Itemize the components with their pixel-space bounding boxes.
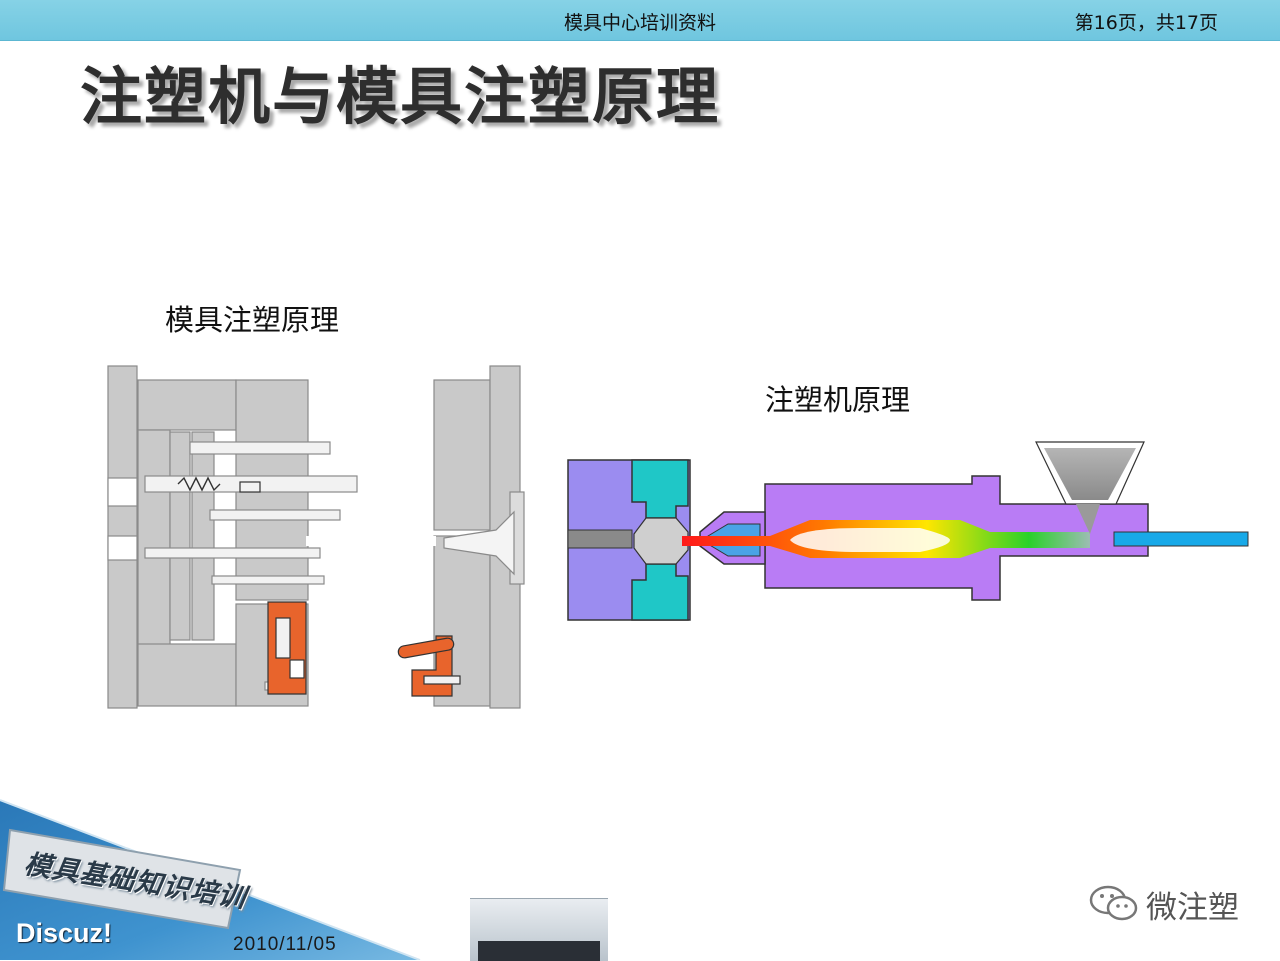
slide-nav-bar bbox=[478, 941, 600, 961]
header-title: 模具中心培训资料 bbox=[563, 12, 716, 34]
top-bar: 模具中心培训资料 第16页，共17页 bbox=[0, 0, 1280, 41]
page-indicator: 第16页，共17页 bbox=[1074, 12, 1218, 34]
wechat-icon bbox=[1089, 885, 1138, 921]
footer-date: 2010/11/05 bbox=[233, 934, 337, 955]
forum-brand: Discuz! bbox=[16, 918, 113, 948]
footer-band bbox=[0, 799, 421, 960]
mold-principle-label: 模具注塑原理 bbox=[165, 303, 340, 337]
slide-title: 注塑机与模具注塑原理 bbox=[80, 60, 721, 133]
injection-machine-diagram bbox=[567, 441, 1249, 621]
slide-nav-box bbox=[470, 898, 608, 961]
machine-principle-label: 注塑机原理 bbox=[765, 383, 911, 417]
mold-diagram bbox=[107, 365, 525, 709]
watermark-label: 微注塑 bbox=[1146, 890, 1239, 926]
